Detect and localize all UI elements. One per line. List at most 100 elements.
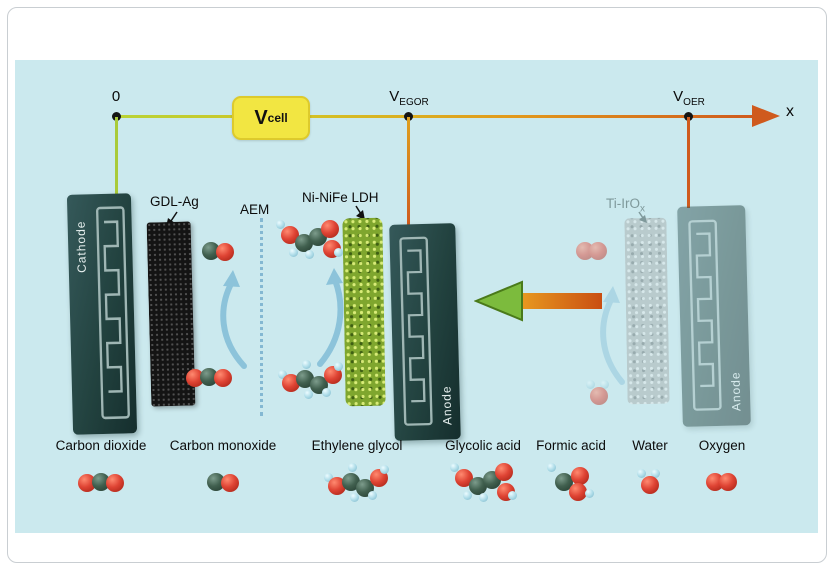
tiirox-label: Ti-IrOx — [606, 196, 645, 215]
hydrogen-atom — [302, 360, 311, 369]
vegor-base: V — [389, 88, 400, 105]
carbon-atom — [206, 472, 225, 491]
hydrogen-atom — [350, 493, 359, 502]
co2-molecule — [77, 472, 125, 492]
oxygen-atom — [77, 473, 96, 492]
potential-shift-arrow-icon — [474, 280, 602, 322]
tiirox-base: Ti-IrO — [606, 196, 640, 211]
hydrogen-atom — [380, 465, 389, 474]
hydrogen-atom — [585, 489, 594, 498]
legend-item-water: Water — [618, 438, 682, 509]
water-to-oxygen-arrow-icon — [600, 286, 625, 385]
co-molecule — [206, 472, 240, 492]
legend-item-ethylene-glycol: Ethylene glycol — [294, 438, 420, 509]
hydrogen-atom — [508, 491, 517, 500]
hydrogen-atom — [651, 469, 660, 478]
hydrogen-atom — [479, 493, 488, 502]
x-axis-label: x — [786, 103, 794, 120]
flow-channel-pattern — [688, 219, 722, 411]
hydrogen-atom — [334, 362, 343, 371]
carbon-atom — [469, 477, 487, 495]
hydrogen-atom — [348, 463, 357, 472]
legend-item-carbon-dioxide: Carbon dioxide — [38, 438, 164, 509]
water-molecule — [586, 380, 612, 406]
tiirox-catalyst-layer — [624, 217, 670, 405]
hydrogen-atom — [278, 370, 287, 379]
oxygen-atom — [281, 226, 299, 244]
tiirox-sub: x — [640, 203, 645, 215]
ldh-label: Ni-NiFe LDH — [302, 190, 379, 205]
outer-frame — [7, 7, 827, 563]
oxygen-atom — [590, 387, 608, 405]
oxygen-atom — [220, 473, 239, 492]
carbon-atom — [295, 234, 313, 252]
voer-sub: OER — [683, 97, 705, 108]
hydrogen-atom — [322, 388, 331, 397]
legend-label: Water — [632, 438, 668, 453]
legend-item-carbon-monoxide: Carbon monoxide — [152, 438, 294, 509]
faded-anode-plate: Anode — [677, 205, 751, 427]
carbon-atom — [91, 472, 110, 491]
carbon-atom — [555, 473, 573, 491]
vegor-label: VEGOR — [378, 88, 440, 108]
aem-membrane — [260, 218, 263, 416]
vcell-sub: cell — [267, 111, 288, 125]
hydrogen-atom — [324, 473, 333, 482]
hydrogen-atom — [586, 380, 595, 389]
origin-label: 0 — [111, 88, 121, 105]
formic-acid-molecule — [545, 463, 597, 501]
egor-anode-wire — [407, 117, 410, 226]
hydrogen-atom — [463, 491, 472, 500]
oxygen-atom — [495, 463, 513, 481]
vegor-sub: EGOR — [399, 97, 429, 108]
cathode-plate: Cathode — [66, 193, 138, 435]
carbon-atom — [200, 368, 218, 386]
aem-label: AEM — [240, 202, 270, 217]
oxygen-atom — [569, 483, 587, 501]
anode-plate: Anode — [389, 223, 461, 441]
vcell-base: V — [254, 106, 268, 129]
legend-label: Carbon monoxide — [169, 438, 277, 453]
gdl-label: GDL-Ag — [150, 194, 199, 209]
hydrogen-atom — [305, 250, 314, 259]
hydrogen-atom — [637, 469, 646, 478]
tiirox-pointer-arrow-icon — [638, 211, 647, 223]
hydrogen-atom — [600, 380, 609, 389]
oxygen-atom — [576, 242, 594, 260]
hydrogen-atom — [289, 248, 298, 257]
oer-anode-wire — [687, 117, 690, 208]
potential-axis-line — [116, 115, 754, 118]
oxygen-atom — [571, 467, 589, 485]
oxygen-atom — [328, 477, 346, 495]
oxygen-atom — [719, 473, 737, 491]
carbon-atom — [296, 370, 314, 388]
hydrogen-atom — [450, 463, 459, 472]
ldh-pointer-arrow-icon — [355, 205, 365, 220]
carbon-atom — [202, 242, 220, 260]
co2-to-co-arrow-icon — [220, 270, 247, 369]
legend-label: Glycolic acid — [445, 438, 521, 453]
legend-item-formic-acid: Formic acid — [519, 438, 623, 509]
oxygen-atom — [186, 369, 204, 387]
anode-plate-label: Anode — [439, 385, 455, 426]
eg-oxidation-arrow-icon — [317, 268, 344, 367]
oxygen-atom — [282, 374, 300, 392]
cathode-plate-label: Cathode — [73, 220, 89, 274]
flow-channel-pattern — [399, 236, 433, 426]
hydrogen-atom — [368, 491, 377, 500]
co-molecule — [202, 242, 235, 261]
legend-item-oxygen: Oxygen — [685, 438, 759, 509]
legend-label: Oxygen — [698, 438, 746, 453]
x-axis-arrow-icon — [752, 105, 780, 127]
oxygen-atom — [455, 469, 473, 487]
hydrogen-atom — [334, 248, 343, 257]
ethylene-glycol-molecule — [278, 358, 344, 400]
glycolic-acid-molecule — [276, 218, 343, 260]
vegor-node — [404, 112, 413, 121]
oxygen-atom — [214, 369, 232, 387]
carbon-atom — [342, 473, 360, 491]
voer-base: V — [673, 88, 684, 105]
origin-node — [112, 112, 121, 121]
